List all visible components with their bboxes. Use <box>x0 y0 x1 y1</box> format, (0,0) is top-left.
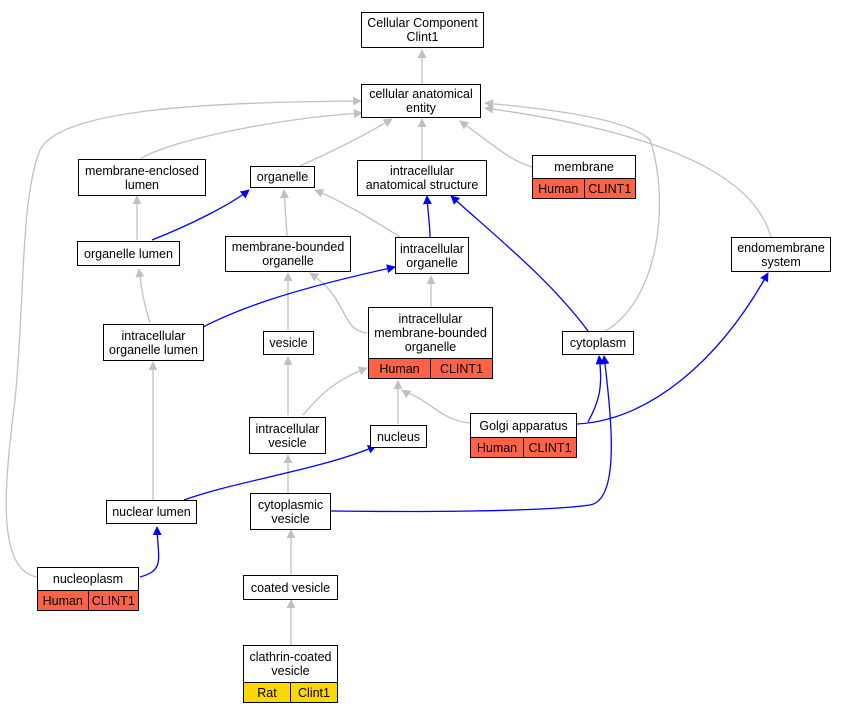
node-cytoplasm[interactable]: cytoplasm <box>562 331 634 355</box>
species-label: Human <box>476 440 518 455</box>
node-label: cellular anatomical entity <box>369 87 473 115</box>
node-intracellular-vesicle[interactable]: intracellular vesicle <box>249 417 326 454</box>
node-label: Golgi apparatus <box>479 418 568 433</box>
node-label: organelle lumen <box>84 246 173 261</box>
edge-is-a <box>314 189 401 238</box>
edge-is-a <box>401 389 471 424</box>
node-label: intracellular anatomical structure <box>365 164 479 192</box>
species-label: Rat <box>257 685 277 700</box>
edge-part-of <box>587 355 605 423</box>
node-coated-vesicle[interactable]: coated vesicle <box>243 575 338 600</box>
node-intracellular-membrane-bounded-organelle[interactable]: intracellular membrane-bounded organelle… <box>368 307 493 379</box>
gene-label: CLINT1 <box>430 359 492 378</box>
gene-label: CLINT1 <box>523 438 576 457</box>
node-label: endomembrane system <box>737 240 825 269</box>
node-label: membrane <box>554 160 614 174</box>
edge-is-a <box>459 120 533 168</box>
edge-part-of <box>576 272 769 425</box>
annotation-row: Human CLINT1 <box>369 358 492 378</box>
node-intracellular-anatomical-structure[interactable]: intracellular anatomical structure <box>357 160 487 196</box>
edge-part-of <box>183 445 377 501</box>
node-nuclear-lumen[interactable]: nuclear lumen <box>106 500 197 524</box>
annotation-row: Human CLINT1 <box>471 437 576 457</box>
node-label: cytoplasm <box>569 336 627 350</box>
annotation-row: Human CLINT1 <box>533 178 635 198</box>
node-label: coated vesicle <box>250 580 331 595</box>
node-cytoplasmic-vesicle[interactable]: cytoplasmic vesicle <box>250 493 331 530</box>
node-nucleus[interactable]: nucleus <box>370 425 427 448</box>
species-label: Human <box>379 361 420 376</box>
edge-part-of <box>139 526 162 578</box>
node-cellular-anatomical-entity[interactable]: cellular anatomical entity <box>361 84 481 118</box>
species-label: Human <box>538 181 579 196</box>
node-label: intracellular organelle <box>400 241 464 270</box>
edge-part-of <box>330 355 612 513</box>
node-label: intracellular organelle lumen <box>109 328 198 357</box>
node-vesicle[interactable]: vesicle <box>263 331 314 355</box>
node-label: membrane-enclosed lumen <box>85 163 199 192</box>
node-label: nucleoplasm <box>52 572 124 586</box>
annotation-row: Rat Clint1 <box>244 682 337 702</box>
node-intracellular-organelle-lumen[interactable]: intracellular organelle lumen <box>103 324 204 361</box>
node-label: vesicle <box>269 336 308 350</box>
node-golgi-apparatus[interactable]: Golgi apparatus Human CLINT1 <box>470 413 577 458</box>
edge-is-a <box>280 189 290 237</box>
node-label: nucleus <box>376 429 421 444</box>
edge-part-of <box>184 264 396 338</box>
node-label: nuclear lumen <box>112 505 191 519</box>
edge-is-a <box>484 99 661 333</box>
edge-is-a <box>484 104 772 238</box>
edge-is-a <box>302 366 368 416</box>
node-label: organelle <box>256 170 309 184</box>
node-nucleoplasm[interactable]: nucleoplasm Human CLINT1 <box>37 567 139 611</box>
node-label: cytoplasmic vesicle <box>257 497 324 526</box>
node-label: Cellular Component Clint1 <box>367 16 478 44</box>
gene-label: Clint1 <box>290 683 337 702</box>
species-label: Human <box>42 593 83 608</box>
edge-part-of <box>450 195 589 332</box>
node-organelle-lumen[interactable]: organelle lumen <box>77 241 180 266</box>
node-intracellular-organelle[interactable]: intracellular organelle <box>395 237 469 274</box>
node-organelle[interactable]: organelle <box>250 166 315 188</box>
node-label: membrane-bounded organelle <box>231 240 345 268</box>
gene-label: CLINT1 <box>583 179 636 198</box>
edge-is-a <box>135 268 151 324</box>
edge-is-a <box>309 272 368 334</box>
node-membrane[interactable]: membrane Human CLINT1 <box>532 155 636 199</box>
edge-is-a <box>299 118 393 167</box>
gene-label: CLINT1 <box>87 591 139 610</box>
node-membrane-bounded-organelle[interactable]: membrane-bounded organelle <box>225 236 351 272</box>
node-label: intracellular membrane-bounded organelle <box>374 312 487 354</box>
node-endomembrane-system[interactable]: endomembrane system <box>731 237 831 272</box>
node-membrane-enclosed-lumen[interactable]: membrane-enclosed lumen <box>78 159 206 196</box>
edge-part-of <box>422 195 432 238</box>
edge-is-a <box>139 109 363 160</box>
node-clathrin-coated-vesicle[interactable]: clathrin-coated vesicle Rat Clint1 <box>243 645 338 703</box>
annotation-row: Human CLINT1 <box>38 590 138 610</box>
node-label: intracellular vesicle <box>255 421 320 450</box>
node-label: clathrin-coated vesicle <box>249 650 332 678</box>
node-cellular-component-clint1[interactable]: Cellular Component Clint1 <box>361 12 484 48</box>
edge-is-a <box>5 96 362 578</box>
edge-part-of <box>151 189 250 241</box>
